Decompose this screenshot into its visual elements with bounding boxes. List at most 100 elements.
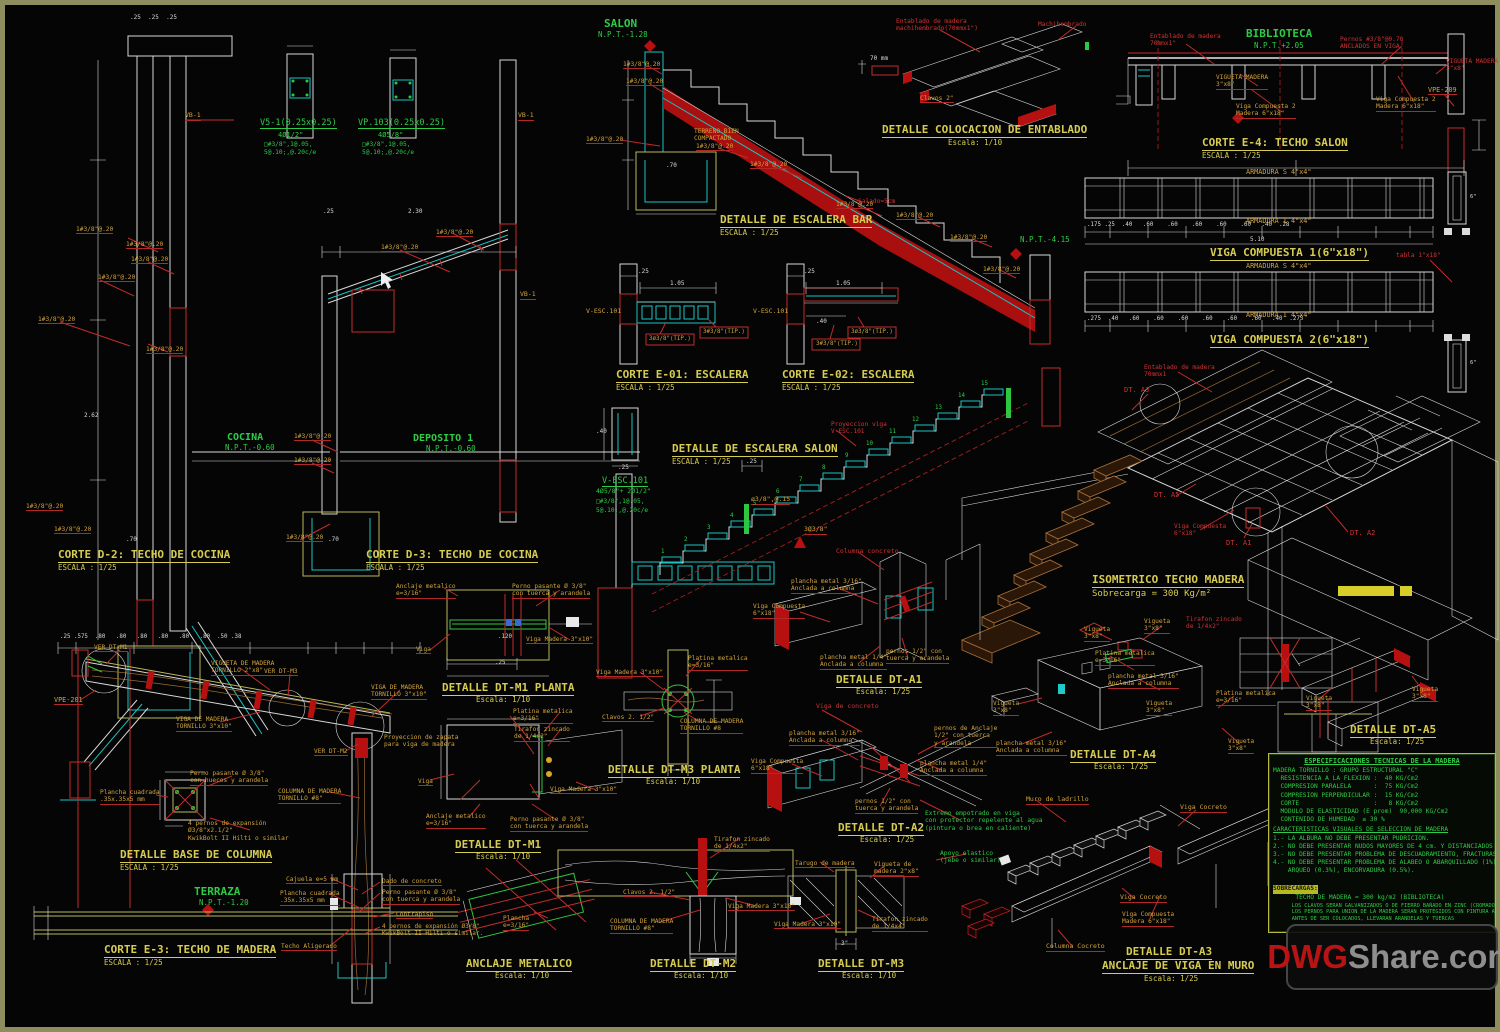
annotation: 3ø3/8"(TIP.) xyxy=(649,336,691,342)
annotation: DT. A3 xyxy=(1124,386,1150,394)
annotation: Proyeccion viga V-ESC.101 xyxy=(831,421,887,436)
annotation: Tirafon zincado de 1/4x2" xyxy=(514,726,570,742)
annotation: .275 .40 .60 .60 .60 .60 .60 .60 .40 .27… xyxy=(1087,316,1304,322)
escalera-salon-drawing xyxy=(597,367,1061,679)
spec-line: RESISTENCIA A LA FLEXION : 40 KG/Cm2 xyxy=(1273,775,1419,783)
annotation: DETALLE DT-M3 PLANTA xyxy=(608,763,741,778)
annotation: Sobrecarga = 300 Kg/m² xyxy=(1092,589,1212,599)
dt-m1-planta-drawing xyxy=(446,589,592,677)
annotation: VIGA DE MADERA TORNILLO 3"x10" xyxy=(176,716,232,732)
annotation: Viga xyxy=(418,778,433,787)
annotation: VIGA COMPUESTA 2(6"x18") xyxy=(1210,333,1369,348)
annotation: Viga Madera 3"x10" xyxy=(550,786,618,795)
dt-m2-drawing xyxy=(557,838,794,966)
annotation: DETALLE DT-M1 xyxy=(455,838,542,853)
base-columna-drawing xyxy=(33,642,458,1004)
annotation: Escala: 1/10 xyxy=(646,777,701,786)
annotation: 6" xyxy=(1470,360,1477,366)
annotation: 3#3/8"(TIP.) xyxy=(703,329,745,335)
annotation: DETALLE DT-M2 xyxy=(650,957,737,972)
corte-e02-drawing xyxy=(786,263,899,365)
annotation: 5@.10;,@.20c/e xyxy=(596,507,649,514)
spec-line: TECHO DE MADERA = 300 kg/m2 (BIBLIOTECA) xyxy=(1273,894,1445,902)
wood-specifications-box: ESPECIFICACIONES TECNICAS DE LA MADERA M… xyxy=(1268,753,1496,933)
annotation: Viga Madera 3"x10" xyxy=(526,636,594,645)
dt-a3-drawing xyxy=(961,794,1313,948)
annotation: 1#3/8"@.20 xyxy=(26,503,64,512)
spec-line: LOS PERNOS PARA UNION DE LA MADERA SERAN… xyxy=(1291,909,1495,916)
spec-line: CARACTERISTICAS VISUALES DE SELECCION DE… xyxy=(1273,826,1449,834)
annotation: .175 .25 .40 .60 .60 .60 .60 .60 .40 .28 xyxy=(1087,222,1290,228)
v-esc-101-section xyxy=(603,407,639,467)
annotation: DETALLE DT-A4 xyxy=(1070,748,1157,763)
annotation: 1#3/8"@.20 xyxy=(381,244,419,253)
annotation: DETALLE DT-A5 xyxy=(1350,723,1437,738)
annotation: Viga Compuesta 6"x18" xyxy=(751,758,804,774)
annotation: 3ø3/8"(TIP.) xyxy=(851,329,893,335)
annotation: DETALLE BASE DE COLUMNA xyxy=(120,848,273,863)
annotation: 4Ø5/8"+ 2Ø1/2" xyxy=(596,487,651,495)
annotation: 4 pernos de expansión Ø3/8" KwikBolt II … xyxy=(382,923,484,938)
annotation: 3#3/8"(TIP.) xyxy=(816,341,858,347)
annotation: 7 xyxy=(799,477,803,483)
annotation: plancha metal 3/16" Anclada a columna xyxy=(789,730,860,746)
annotation: 10 xyxy=(866,441,873,447)
annotation: DT. A2 xyxy=(1350,529,1376,537)
annotation: Vigueta 3"x8" xyxy=(993,700,1020,716)
dt-a1-drawing xyxy=(774,543,981,661)
annotation: VPE-209 xyxy=(1428,86,1457,96)
annotation: .25 xyxy=(804,268,815,275)
annotation: 1#3/8"@.20 xyxy=(586,136,624,145)
annotation: DETALLE DT-M1 PLANTA xyxy=(442,681,575,696)
annotation: ESCALA : 1/25 xyxy=(58,563,117,572)
annotation: .70 xyxy=(666,162,677,169)
annotation: Escala: 1/10 xyxy=(842,971,897,980)
annotation: 1#3/8"@.20 xyxy=(950,234,988,243)
annotation: DT. A5 xyxy=(1154,491,1180,499)
annotation: Apoyo elastico (jebe o similar) xyxy=(940,850,1001,865)
annotation: N.P.T.-1.28 xyxy=(598,30,648,39)
annotation: VB-1 xyxy=(185,111,201,121)
annotation: DETALLE COLOCACION DE ENTABLADO xyxy=(882,123,1088,138)
annotation: VP.103(0.25x0.25) xyxy=(358,118,445,130)
annotation: 8 xyxy=(822,465,826,471)
spec-title: ESPECIFICACIONES TECNICAS DE LA MADERA xyxy=(1304,757,1460,765)
annotation: VER DT-M1 xyxy=(94,644,128,653)
annotation: Escala: 1/25 xyxy=(856,687,911,696)
logo-dwg: DWG xyxy=(1267,938,1348,975)
annotation: .70 xyxy=(328,536,339,543)
annotation: .25 xyxy=(323,208,334,215)
annotation: Plancha e=3/16" xyxy=(503,915,530,931)
spec-line: CORTE : 8 KG/Cm2 xyxy=(1273,799,1419,807)
annotation: Clavos 2" xyxy=(920,95,954,104)
spec-line: MODULO DE ELASTICIDAD (E prom) 90,000 KG… xyxy=(1273,807,1449,815)
annotation: Tirafon zincado de 1/4x2" xyxy=(1186,616,1242,631)
annotation: Tirafon zincado de 1/4x2" xyxy=(714,836,770,852)
annotation: 3Ø3/8" xyxy=(804,525,828,535)
annotation: Vigueta 3"x8" xyxy=(1228,738,1255,754)
annotation: Viga xyxy=(416,646,431,655)
annotation: SALON xyxy=(604,17,638,30)
annotation: CORTE E-3: TECHO DE MADERA xyxy=(104,943,277,958)
annotation: Escala: 1/25 xyxy=(1144,974,1199,983)
annotation: plancha metal 1/4" Anclada a columna xyxy=(820,654,888,670)
annotation: Escala: 1/10 xyxy=(674,971,729,980)
annotation: ANCLAJE METALICO xyxy=(466,957,572,972)
annotation: Vigueta 3"x8" xyxy=(1412,686,1439,702)
annotation: VB-1 xyxy=(520,290,536,300)
annotation: .25 .25 .25 xyxy=(130,14,177,21)
annotation: Escala: 1/25 xyxy=(860,835,915,844)
annotation: 3 xyxy=(707,525,711,531)
annotation: VIGUETA MADERA 3"x8" xyxy=(1446,58,1499,73)
annotation: N.P.T.+2.05 xyxy=(1254,41,1304,50)
annotation: Cajuela e=5 mm xyxy=(286,876,339,885)
annotation: 1#3/8"@.20 xyxy=(146,346,184,355)
annotation: N.P.T.-1.20 xyxy=(199,898,249,907)
annotation: Viga Cocreto xyxy=(1180,803,1227,813)
spec-line: CONTENIDO DE HUMEDAD ≤ 30 % xyxy=(1273,816,1385,824)
annotation: 1#3/8"@.20 xyxy=(836,201,874,210)
annotation: Anclaje metalico e=3/16" xyxy=(426,813,486,829)
annotation: ARMADURA S 4"x4" xyxy=(1246,168,1312,176)
annotation: Extremo empotrado en viga con protector … xyxy=(925,810,1043,832)
annotation: VIGUETA MADERA 3"x8" xyxy=(1216,74,1269,90)
